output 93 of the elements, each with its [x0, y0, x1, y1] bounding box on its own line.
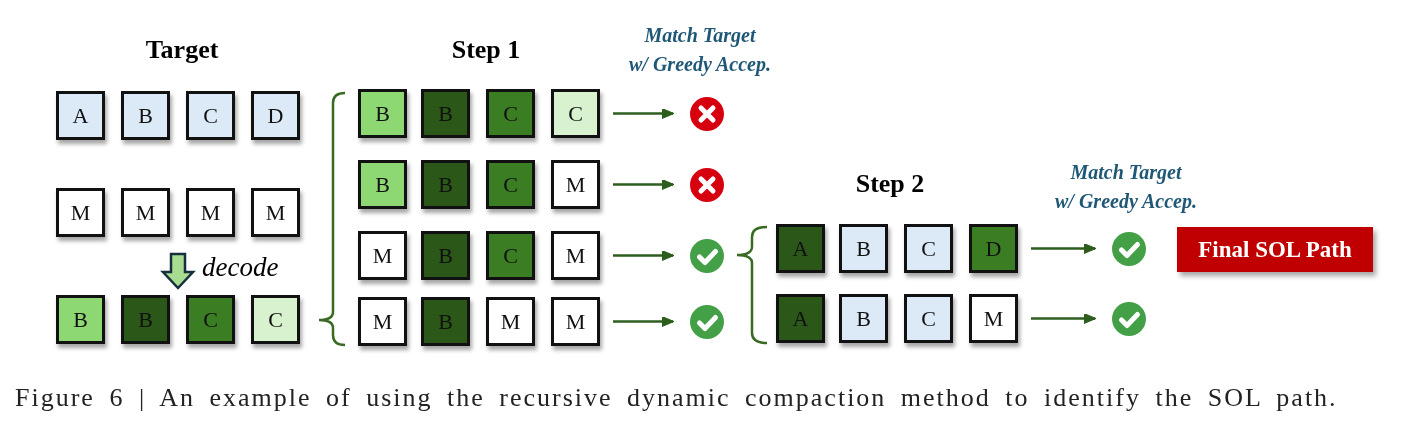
token-text: D: [985, 237, 1002, 260]
token-box: [904, 294, 953, 343]
token-text: B: [438, 244, 453, 267]
token-box: [839, 294, 888, 343]
token-text: M: [265, 201, 286, 224]
token-text: C: [203, 308, 218, 331]
token-box: [358, 160, 407, 209]
arrow: [613, 179, 675, 190]
check-icon: [1112, 301, 1146, 336]
token-box: [421, 231, 470, 280]
token-box: [121, 188, 170, 237]
token-box: [186, 295, 235, 344]
token-text: M: [70, 201, 91, 224]
token-box: [121, 295, 170, 344]
token-box: [251, 188, 300, 237]
token-text: B: [73, 308, 88, 331]
token-box: [486, 297, 535, 346]
token-text: M: [200, 201, 221, 224]
token-text: B: [138, 308, 153, 331]
token-box: [486, 160, 535, 209]
token-box: [251, 295, 300, 344]
token-box: [904, 224, 953, 273]
column-heading: Target: [145, 35, 219, 65]
token-box: [358, 231, 407, 280]
token-box: [56, 295, 105, 344]
token-text: C: [268, 308, 283, 331]
token-text: M: [565, 173, 586, 196]
token-text: C: [503, 102, 518, 125]
figure-caption: Figure 6 | An example of using the recursive dynamic compaction method to identify the SOL path.: [15, 383, 1338, 413]
result-text: Final SOL Path: [1198, 238, 1352, 261]
token-box: [358, 297, 407, 346]
block-arrow: [160, 252, 196, 290]
token-text: B: [438, 173, 453, 196]
token-box: [776, 224, 825, 273]
token-text: D: [267, 104, 284, 127]
token-box: [251, 91, 300, 140]
arrow: [613, 108, 675, 119]
token-text: M: [565, 244, 586, 267]
token-text: B: [375, 173, 390, 196]
token-text: A: [72, 104, 89, 127]
token-text: M: [983, 307, 1004, 330]
token-text: C: [921, 237, 936, 260]
token-box: [969, 294, 1018, 343]
token-box: [839, 224, 888, 273]
token-box: [486, 89, 535, 138]
token-text: B: [438, 310, 453, 333]
result-box: [1177, 227, 1373, 272]
token-text: C: [921, 307, 936, 330]
token-text: B: [856, 237, 871, 260]
token-text: C: [568, 102, 583, 125]
token-text: A: [792, 237, 809, 260]
token-box: [121, 91, 170, 140]
token-box: [551, 297, 600, 346]
criterion-heading: Match Target w/ Greedy Accep.: [629, 23, 771, 78]
criterion-heading: Match Target w/ Greedy Accep.: [1055, 160, 1197, 215]
cross-icon: [690, 167, 724, 202]
token-text: C: [503, 173, 518, 196]
token-box: [969, 224, 1018, 273]
token-box: [421, 89, 470, 138]
token-text: B: [375, 102, 390, 125]
token-box: [421, 297, 470, 346]
token-text: M: [135, 201, 156, 224]
token-text: C: [503, 244, 518, 267]
column-heading: Step 1: [451, 35, 521, 65]
check-icon: [690, 304, 724, 339]
arrow: [1031, 313, 1097, 324]
token-box: [56, 91, 105, 140]
arrow: [1031, 243, 1097, 254]
column-heading: Step 2: [855, 169, 925, 199]
token-box: [56, 188, 105, 237]
token-text: B: [438, 102, 453, 125]
token-text: B: [856, 307, 871, 330]
cross-icon: [690, 96, 724, 131]
token-text: A: [792, 307, 809, 330]
token-text: M: [565, 310, 586, 333]
check-icon: [1112, 231, 1146, 266]
token-box: [186, 188, 235, 237]
token-box: [421, 160, 470, 209]
arrow: [613, 250, 675, 261]
token-box: [551, 160, 600, 209]
arrow: [613, 316, 675, 327]
token-box: [776, 294, 825, 343]
token-box: [551, 89, 600, 138]
token-box: [186, 91, 235, 140]
check-icon: [690, 238, 724, 273]
token-text: M: [500, 310, 521, 333]
token-box: [551, 231, 600, 280]
token-text: M: [372, 244, 393, 267]
token-text: M: [372, 310, 393, 333]
token-text: C: [203, 104, 218, 127]
token-text: B: [138, 104, 153, 127]
token-box: [358, 89, 407, 138]
token-box: [486, 231, 535, 280]
